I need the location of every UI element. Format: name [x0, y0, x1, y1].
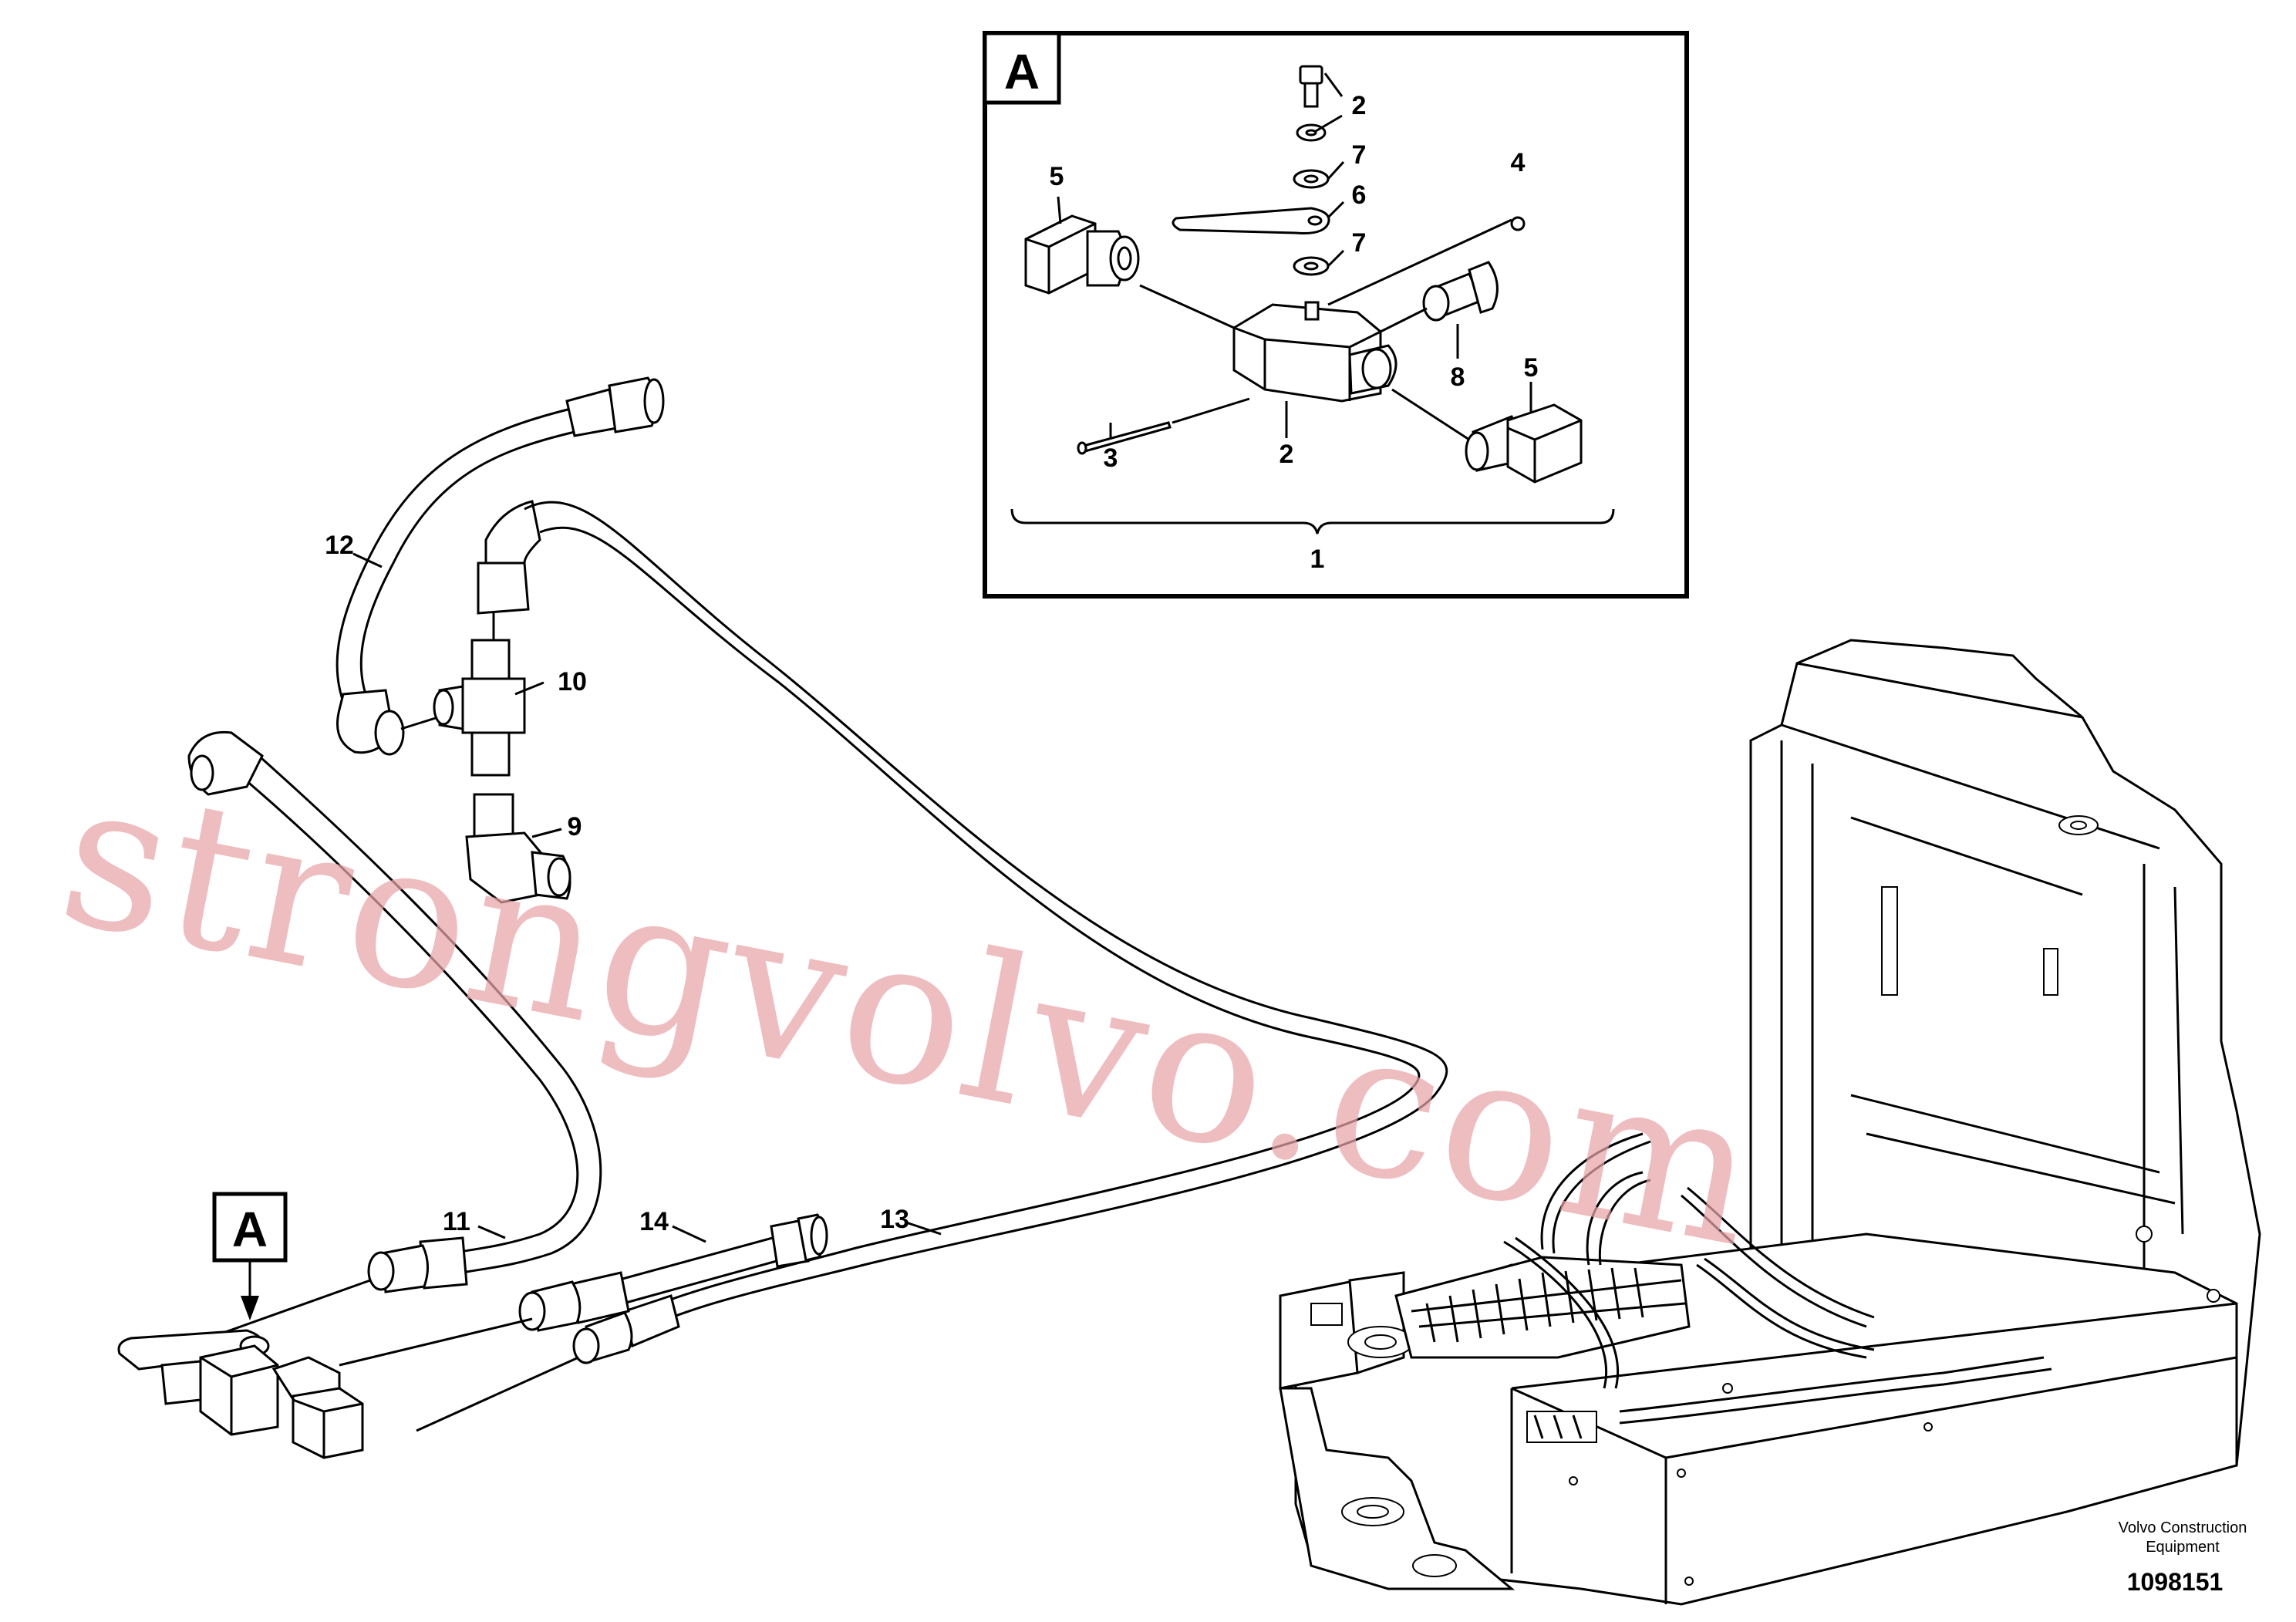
detail-label: A — [1004, 44, 1040, 99]
callout-11: 11 — [443, 1207, 470, 1236]
callout-12: 12 — [325, 531, 354, 560]
callout-2-bolt: 2 — [1352, 91, 1367, 120]
callout-3: 3 — [1104, 443, 1118, 473]
elbow-fitting-upper — [1024, 214, 1140, 295]
drawing-number: 1098151 — [2127, 1568, 2224, 1596]
elbow-fitting-lower — [1465, 403, 1583, 484]
hose-12 — [335, 407, 571, 737]
ball-valve-installed — [117, 1329, 364, 1459]
detail-a-marker: A — [212, 1192, 288, 1320]
callout-1: 1 — [1310, 545, 1325, 574]
callout-5-lower: 5 — [1524, 353, 1539, 383]
ball-valve-body — [1232, 301, 1397, 403]
marker-label: A — [232, 1202, 268, 1257]
callout-2-body: 2 — [1279, 440, 1294, 469]
watermark: strongvolvo.com — [45, 736, 1777, 1293]
hose-13 — [524, 501, 1448, 1336]
bolt — [1299, 65, 1323, 108]
tee-fitting-9 — [465, 793, 571, 904]
callout-6: 6 — [1352, 180, 1367, 210]
assembly-bracket — [1010, 508, 1615, 534]
adapter-fitting — [1422, 261, 1499, 322]
hose-14 — [616, 1233, 787, 1282]
tee-fitting-10 — [433, 639, 526, 777]
brand-line-1: Volvo Construction — [2119, 1519, 2247, 1536]
machine-frame — [1279, 639, 2261, 1606]
plug — [1510, 216, 1526, 231]
callout-4: 4 — [1511, 148, 1526, 177]
detail-label-box — [983, 31, 1061, 105]
detail-view-a: A — [983, 31, 1689, 599]
valve-lever — [1172, 207, 1330, 234]
callout-8: 8 — [1451, 363, 1465, 392]
hose-assembly — [117, 376, 1448, 1459]
callout-5-upper: 5 — [1050, 162, 1064, 191]
callout-13: 13 — [880, 1205, 909, 1234]
callout-10: 10 — [558, 667, 587, 696]
brand-line-2: Equipment — [2146, 1539, 2220, 1556]
hose-11 — [234, 770, 579, 1259]
footer: Volvo Construction Equipment 1098151 — [2119, 1519, 2247, 1596]
callout-7-upper: 7 — [1352, 140, 1367, 170]
callout-9: 9 — [568, 812, 582, 841]
callout-14: 14 — [639, 1207, 669, 1236]
callout-7-lower: 7 — [1352, 228, 1367, 258]
